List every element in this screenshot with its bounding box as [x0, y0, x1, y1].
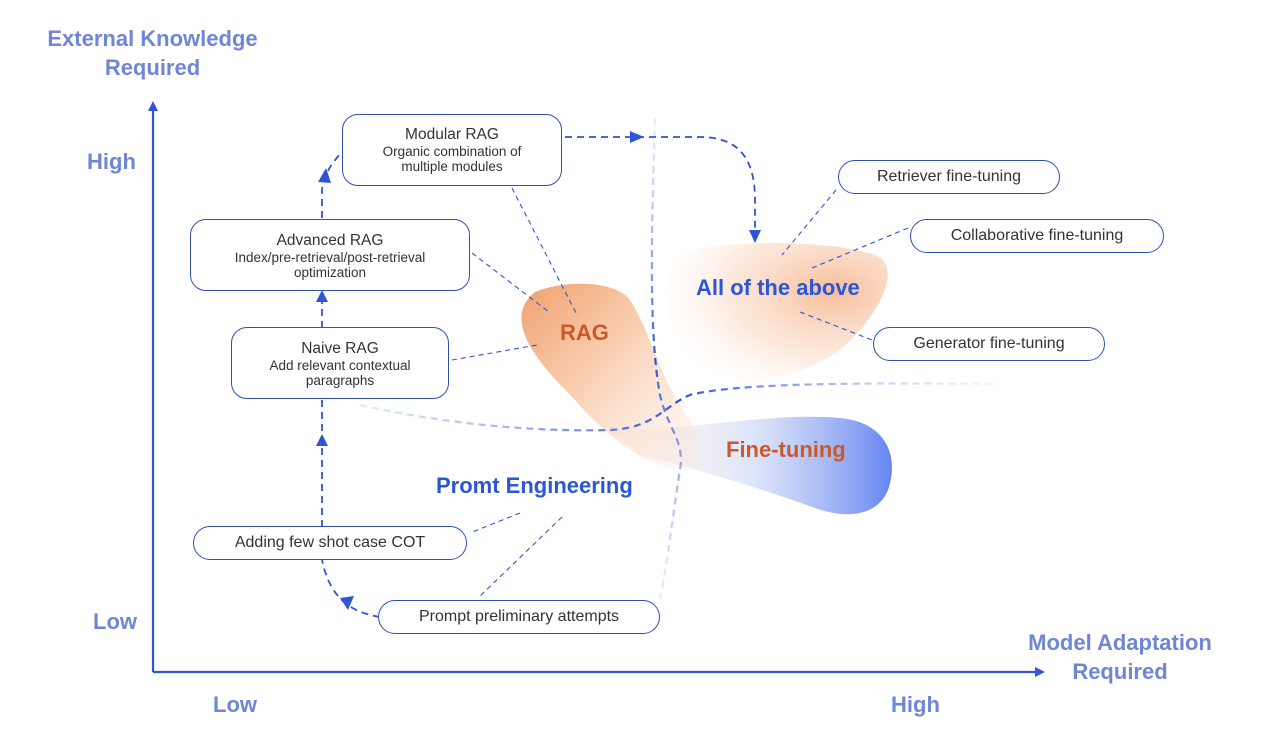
advanced-rag-desc: Index/pre-retrieval/post-retrieval optim… [234, 250, 426, 280]
y-tick-high: High [87, 149, 136, 174]
advanced-rag-box: Advanced RAG Index/pre-retrieval/post-re… [190, 219, 470, 291]
naive-rag-box: Naive RAG Add relevant contextual paragr… [231, 327, 449, 399]
arrow-advanced-to-modular [321, 151, 343, 218]
modular-rag-title: Modular RAG [405, 126, 499, 143]
prompt-engineering-label: Promt Engineering [436, 473, 633, 498]
arrow-modular-to-all [565, 136, 756, 232]
modular-rag-desc: Organic combination of multiple modules [382, 144, 522, 174]
rag-blob [521, 283, 700, 470]
few-shot-cot-pill: Adding few shot case COT [193, 526, 467, 560]
x-tick-high: High [891, 692, 940, 717]
advanced-rag-title: Advanced RAG [276, 232, 384, 249]
x-tick-low: Low [213, 692, 257, 717]
all-of-above-label: All of the above [696, 275, 860, 300]
arrowhead-all [749, 230, 761, 243]
collaborative-fine-tuning-pill: Collaborative fine-tuning [910, 219, 1164, 253]
all-of-above-blob [666, 243, 888, 381]
generator-fine-tuning-pill: Generator fine-tuning [873, 327, 1105, 361]
arrow-prompt-to-fewshot [321, 559, 381, 618]
vertical-separator [650, 117, 682, 601]
x-axis-title: Model Adaptation Required [1028, 630, 1212, 684]
arrowhead-modular-mid [630, 131, 644, 143]
arrowhead-fewshot [316, 434, 328, 446]
horizontal-separator [359, 382, 1001, 432]
naive-rag-desc: Add relevant contextual paragraphs [269, 358, 411, 388]
arrowhead-advanced [318, 168, 331, 183]
modular-rag-box: Modular RAG Organic combination of multi… [342, 114, 562, 186]
arrowhead-prompt [340, 596, 354, 610]
y-axis-title: External Knowledge Required [47, 26, 258, 80]
rag-label: RAG [560, 320, 609, 345]
arrowhead-naive [316, 290, 328, 302]
naive-rag-title: Naive RAG [301, 340, 379, 357]
prompt-attempts-pill: Prompt preliminary attempts [378, 600, 660, 634]
y-tick-low: Low [93, 609, 137, 634]
leader-lines [451, 187, 909, 599]
fine-tuning-label: Fine-tuning [726, 437, 846, 462]
retriever-fine-tuning-pill: Retriever fine-tuning [838, 160, 1060, 194]
